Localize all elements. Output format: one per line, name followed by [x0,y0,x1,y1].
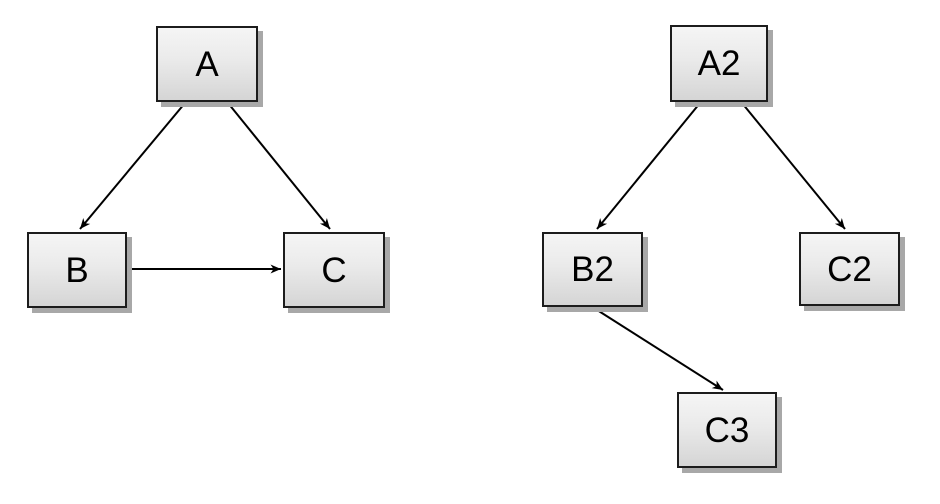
node-c3-label: C3 [704,410,750,450]
edge-a-to-b [79,102,186,230]
node-b: B [27,232,127,308]
node-c-label: C [321,250,347,290]
node-b2-label: B2 [571,250,614,289]
right-graph-edges [593,102,846,391]
node-c: C [283,232,385,308]
node-a: A [156,26,258,102]
node-c3: C3 [677,392,777,468]
node-b-label: B [65,250,89,290]
node-b2: B2 [542,232,643,307]
node-c2-label: C2 [827,249,872,289]
node-a-label: A [195,44,219,84]
left-graph-edges [79,102,331,274]
node-a2: A2 [670,25,768,102]
edge-a2-to-c2 [741,102,846,230]
edge-a-to-c [227,102,331,230]
edge-b2-to-c3 [593,307,724,391]
node-c2: C2 [799,232,900,306]
node-a2-label: A2 [697,44,741,83]
edge-a2-to-b2 [596,102,701,230]
